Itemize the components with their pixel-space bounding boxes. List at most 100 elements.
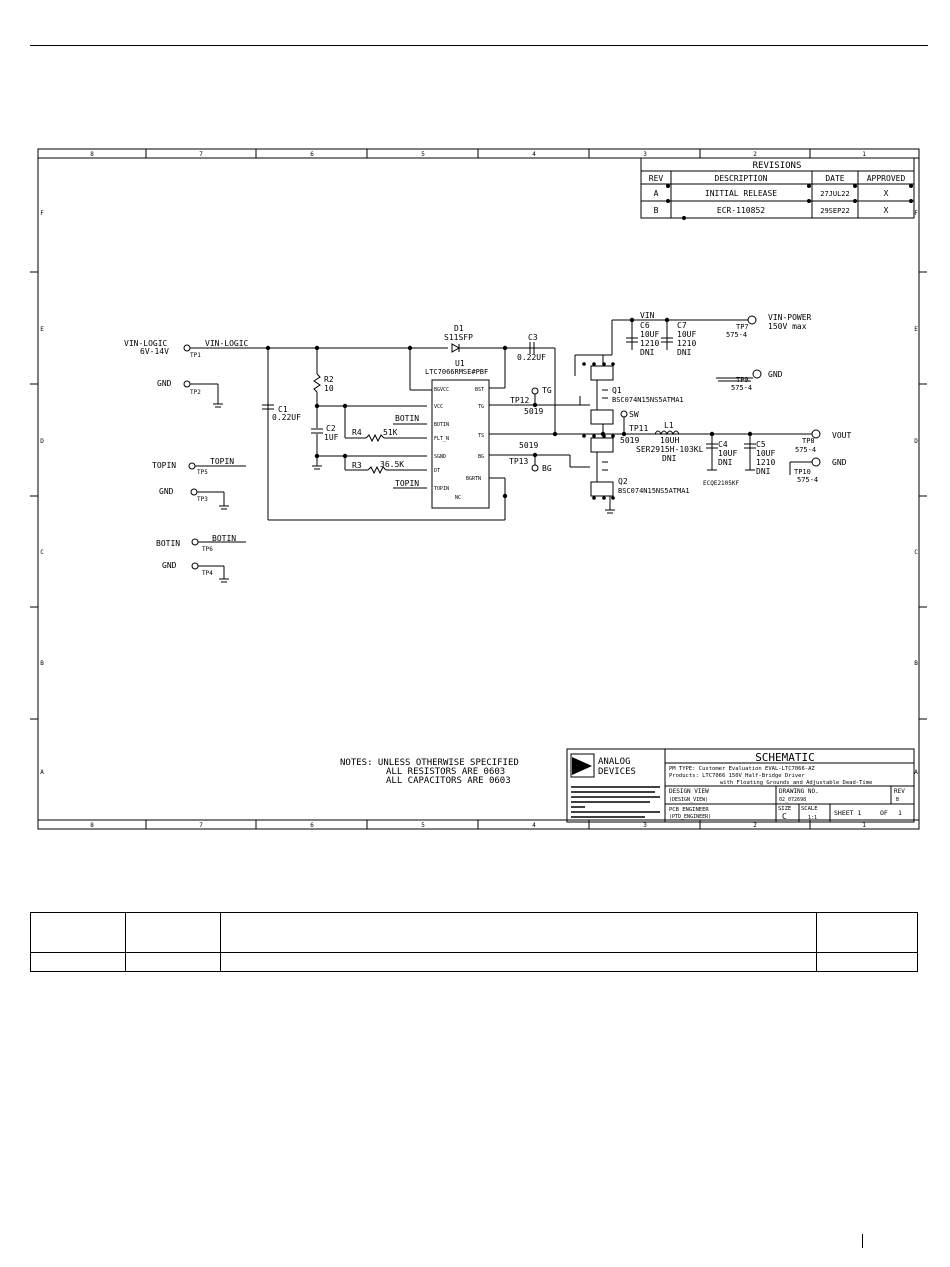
zone-col-7-bottom: 7 bbox=[199, 822, 203, 829]
sheet-label: SHEET 1 bbox=[834, 809, 861, 817]
u1-part: LTC7066RMSE#PBF bbox=[425, 368, 488, 376]
zone-row-d: D bbox=[40, 438, 44, 445]
vin-power-label: VIN-POWER bbox=[768, 313, 812, 322]
vin-logic-range: 6V-14V bbox=[140, 347, 169, 356]
rev-header-rev: REV bbox=[649, 174, 664, 183]
r3-label: R3 bbox=[352, 461, 362, 470]
c7-package: 1210 bbox=[677, 339, 696, 348]
l1-value: 10UH bbox=[660, 436, 679, 445]
c5-label: C5 bbox=[756, 440, 766, 449]
pin-dt: DT bbox=[434, 468, 440, 474]
tp1-label: TP1 bbox=[190, 352, 201, 359]
zone-col-4: 4 bbox=[532, 151, 536, 158]
bg-trace-width: 5019 bbox=[519, 441, 538, 450]
footer-cell bbox=[220, 952, 817, 972]
pin-botin: BOTIN bbox=[434, 422, 449, 428]
rev-b-date: 29SEP22 bbox=[820, 207, 850, 215]
c6-package: 1210 bbox=[640, 339, 659, 348]
pcb-engineer-label: PCB ENGINEER bbox=[669, 807, 709, 813]
pin-bgrtn: BGRTN bbox=[466, 476, 481, 482]
c2-value: 1UF bbox=[324, 433, 339, 442]
c7-dni: DNI bbox=[677, 348, 692, 357]
zone-row-f-right: F bbox=[914, 210, 918, 217]
rev-b-approved: X bbox=[884, 206, 889, 215]
zone-col-7: 7 bbox=[199, 151, 203, 158]
size-label: SIZE bbox=[778, 806, 791, 812]
proprietary-notice-lines bbox=[571, 786, 660, 818]
botin-u1-net: BOTIN bbox=[395, 414, 419, 423]
footer-cell bbox=[30, 952, 126, 972]
footer-cell bbox=[125, 952, 221, 972]
rev-header-description: DESCRIPTION bbox=[715, 174, 768, 183]
tp8-part: 575-4 bbox=[795, 446, 816, 454]
notes-resistors: ALL RESISTORS ARE 0603 bbox=[386, 767, 505, 777]
d1-value: S11SFP bbox=[444, 333, 473, 342]
rev-a-description: INITIAL RELEASE bbox=[705, 189, 777, 198]
c5-package: 1210 bbox=[756, 458, 775, 467]
pin-ts: TS bbox=[478, 433, 484, 439]
l1-dni: DNI bbox=[662, 454, 677, 463]
pin-nc: NC bbox=[455, 495, 461, 501]
tp11-label: TP11 bbox=[629, 424, 648, 433]
tp9-part: 575-4 bbox=[731, 384, 752, 392]
zone-col-1-bottom: 1 bbox=[862, 822, 866, 829]
zone-col-6-bottom: 6 bbox=[310, 822, 314, 829]
sw-label: SW bbox=[629, 410, 639, 419]
pin-tg: TG bbox=[478, 404, 484, 410]
c2-label: C2 bbox=[326, 424, 336, 433]
pin-flt: FLT_N bbox=[434, 436, 449, 442]
design-view-value: (DESIGN_VIEW) bbox=[669, 797, 708, 803]
c4-value: 10UF bbox=[718, 449, 737, 458]
zone-col-2: 2 bbox=[753, 151, 757, 158]
zone-row-e-right: E bbox=[914, 326, 918, 333]
gnd-label-tp10: GND bbox=[832, 458, 847, 467]
c4-dni: DNI bbox=[718, 458, 733, 467]
topin-net-label: TOPIN bbox=[210, 457, 234, 466]
c1-value: 0.22UF bbox=[272, 413, 301, 422]
gnd-label-tp2: GND bbox=[157, 379, 172, 388]
pin-vcc: VCC bbox=[434, 404, 443, 410]
tp7-part: 575-4 bbox=[726, 331, 747, 339]
vin-power-rating: 150V max bbox=[768, 322, 807, 331]
zone-row-c: C bbox=[40, 549, 44, 556]
size-value: C bbox=[782, 812, 787, 821]
header-rule bbox=[30, 45, 928, 46]
zone-row-f: F bbox=[40, 210, 44, 217]
rev-b: B bbox=[654, 206, 659, 215]
rev-a: A bbox=[654, 189, 659, 198]
zone-col-3-bottom: 3 bbox=[643, 822, 647, 829]
topin-label: TOPIN bbox=[152, 461, 176, 470]
sw-trace-width: 5019 bbox=[620, 436, 639, 445]
vin-logic-label: VIN-LOGIC bbox=[124, 339, 168, 348]
scale-label: SCALE bbox=[801, 806, 818, 812]
c3-value: 0.22UF bbox=[517, 353, 546, 362]
pm-type: PM TYPE: Customer Evaluation EVAL-LTC706… bbox=[669, 766, 815, 772]
tp4-label: TP4 bbox=[202, 570, 213, 577]
rev-value: B bbox=[896, 797, 899, 803]
design-view-label: DESIGN VIEW bbox=[669, 788, 709, 795]
l1-part: SER2915H-103KL bbox=[636, 445, 704, 454]
tg-trace-width: 5019 bbox=[524, 407, 543, 416]
tp2-label: TP2 bbox=[190, 389, 201, 396]
products: Products: LTC7066 150V Half-Bridge Drive… bbox=[669, 773, 805, 779]
zone-col-4-bottom: 4 bbox=[532, 822, 536, 829]
products-line2: with Floating Grounds and Adjustable Dea… bbox=[720, 780, 872, 786]
tp10-label: TP10 bbox=[794, 468, 811, 476]
zone-col-5-bottom: 5 bbox=[421, 822, 425, 829]
rev-b-description: ECR-110852 bbox=[717, 206, 765, 215]
tp7-label: TP7 bbox=[736, 323, 749, 331]
rev-header-date: DATE bbox=[825, 174, 844, 183]
zone-row-d-right: D bbox=[914, 438, 918, 445]
d1-label: D1 bbox=[454, 324, 464, 333]
zone-row-c-right: C bbox=[914, 549, 918, 556]
r4-label: R4 bbox=[352, 428, 362, 437]
vin-net-label: VIN bbox=[640, 311, 655, 320]
adi-logo-line2: DEVICES bbox=[598, 767, 636, 777]
botin-net-label: BOTIN bbox=[212, 534, 236, 543]
q2-part: BSC074N15NS5ATMA1 bbox=[618, 487, 690, 495]
gnd-label-tp3: GND bbox=[159, 487, 174, 496]
bg-label: BG bbox=[542, 464, 552, 473]
of-value: 1 bbox=[898, 809, 902, 817]
r3-value: 36.5K bbox=[380, 460, 404, 469]
c6-value: 10UF bbox=[640, 330, 659, 339]
